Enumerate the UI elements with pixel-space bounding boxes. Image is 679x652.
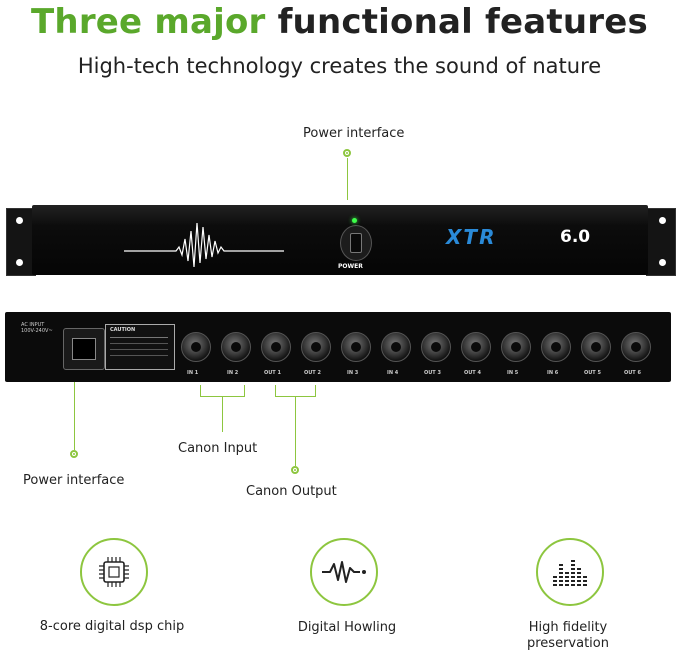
xlr-in-4[interactable]: [381, 332, 411, 362]
port-label: IN 6: [547, 370, 559, 376]
right-rack-ear: [646, 208, 676, 276]
port-label: IN 1: [187, 370, 199, 376]
page-subtitle: High-tech technology creates the sound o…: [77, 54, 602, 78]
xlr-out-6[interactable]: [621, 332, 651, 362]
port-label: OUT 1: [264, 370, 281, 376]
feature-label: 8-core digital dsp chip: [39, 619, 185, 634]
xlr-out-5[interactable]: [581, 332, 611, 362]
xlr-in-5[interactable]: [501, 332, 531, 362]
ac-input-voltage: 100V-240V~: [21, 328, 53, 334]
model-number: 6.0: [560, 227, 591, 247]
port-label: IN 4: [387, 370, 399, 376]
rack-hole: [659, 217, 666, 224]
rack-hole: [16, 217, 23, 224]
caution-text: CAUTION: [110, 327, 136, 333]
rack-hole: [659, 259, 666, 266]
canon-input-callout-line: [222, 396, 223, 432]
waveform-logo: [124, 222, 284, 268]
xlr-out-3[interactable]: [421, 332, 451, 362]
title-dark-part: functional features: [277, 2, 648, 42]
canon-output-callout-line: [295, 396, 296, 466]
port-label: OUT 3: [424, 370, 441, 376]
rear-power-callout-dot: [70, 450, 78, 458]
waveform-icon: [322, 561, 366, 583]
port-label: IN 3: [347, 370, 359, 376]
front-panel-face: POWER XTR 6.0: [32, 205, 648, 275]
power-led: [352, 218, 357, 223]
rear-power-callout-label: Power interface: [23, 473, 125, 488]
feature-howling: [310, 538, 378, 606]
canon-input-label: Canon Input: [178, 441, 258, 456]
xlr-in-1[interactable]: [181, 332, 211, 362]
canon-output-label: Canon Output: [246, 484, 337, 499]
xlr-out-4[interactable]: [461, 332, 491, 362]
power-switch[interactable]: [340, 225, 372, 261]
xlr-in-3[interactable]: [341, 332, 371, 362]
feature-label: High fidelity preservation: [527, 620, 609, 651]
front-power-callout-line: [347, 158, 348, 200]
rear-panel-device: AC INPUT 100V-240V~ CAUTION IN 1 IN 2 OU…: [5, 312, 671, 382]
front-panel-device: POWER XTR 6.0: [6, 200, 676, 276]
front-power-callout-dot: [343, 149, 351, 157]
port-label: OUT 4: [464, 370, 481, 376]
feature-label: Digital Howling: [297, 620, 397, 635]
rack-hole: [16, 259, 23, 266]
caution-label: CAUTION: [105, 324, 175, 370]
front-power-callout-label: Power interface: [303, 126, 405, 141]
port-label: OUT 6: [624, 370, 641, 376]
page-title: Three major functional features: [0, 2, 679, 42]
left-rack-ear: [6, 208, 36, 276]
port-label: OUT 2: [304, 370, 321, 376]
canon-output-callout-dot: [291, 466, 299, 474]
chip-icon: [99, 557, 129, 587]
power-switch-label: POWER: [338, 263, 363, 270]
brand-logo: XTR: [446, 225, 497, 249]
rear-power-callout-line: [74, 382, 75, 450]
port-label: OUT 5: [584, 370, 601, 376]
xlr-out-2[interactable]: [301, 332, 331, 362]
xlr-out-1[interactable]: [261, 332, 291, 362]
port-label: IN 5: [507, 370, 519, 376]
title-green-part: Three major: [31, 2, 266, 42]
ac-input-label: AC INPUT: [21, 322, 45, 328]
feature-chip: [80, 538, 148, 606]
port-label: IN 2: [227, 370, 239, 376]
xlr-in-6[interactable]: [541, 332, 571, 362]
equalizer-icon: [553, 560, 587, 586]
ac-power-socket[interactable]: [63, 328, 105, 370]
xlr-in-2[interactable]: [221, 332, 251, 362]
feature-hifi: [536, 538, 604, 606]
